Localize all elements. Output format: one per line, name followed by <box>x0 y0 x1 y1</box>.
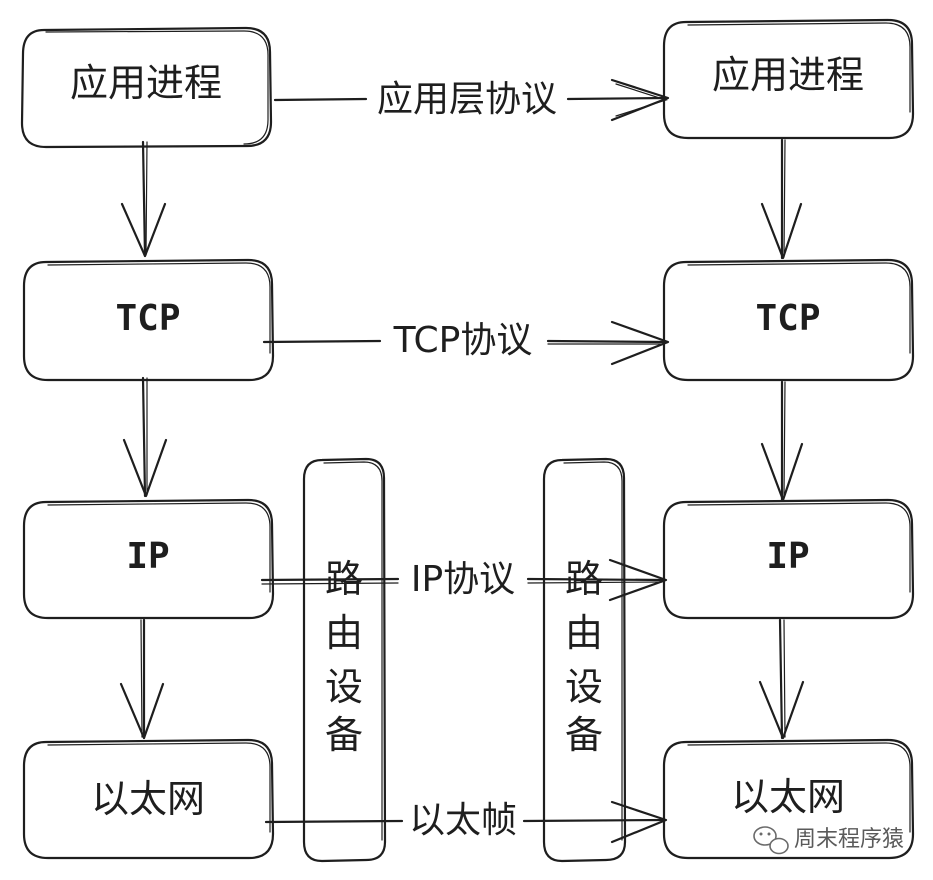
left-arrow-app-tcp <box>120 140 167 258</box>
app-protocol-label: 应用层协议 <box>377 79 557 120</box>
watermark-text: 周末程序猿 <box>794 827 904 852</box>
right-arrow-app-tcp <box>760 138 803 260</box>
right-router-char-4: 备 <box>565 713 603 757</box>
right-eth-label: 以太网 <box>731 775 845 819</box>
right-router-node: 路 由 设 备 <box>542 457 627 863</box>
left-app-node: 应用进程 <box>20 26 273 149</box>
left-arrow-tcp-ip <box>122 376 168 498</box>
right-tcp-label: TCP <box>755 298 820 339</box>
ip-protocol-edge: IP协议 <box>260 558 668 602</box>
left-arrow-ip-eth <box>119 618 165 740</box>
eth-frame-label: 以太帧 <box>409 800 517 841</box>
right-arrow-ip-eth <box>758 618 805 740</box>
ip-protocol-label: IP协议 <box>411 559 515 600</box>
left-tcp-node: TCP <box>22 258 275 382</box>
left-router-node: 路 由 设 备 <box>302 457 387 863</box>
left-ip-label: IP <box>126 536 169 577</box>
left-router-char-2: 由 <box>325 611 363 655</box>
left-ip-node: IP <box>22 498 275 620</box>
app-protocol-edge: 应用层协议 <box>273 78 670 122</box>
left-router-char-3: 设 <box>325 665 363 709</box>
left-eth-node: 以太网 <box>22 738 275 860</box>
right-eth-node: 以太网 <box>662 738 915 860</box>
left-eth-label: 以太网 <box>91 777 205 821</box>
right-arrow-tcp-ip <box>760 380 804 502</box>
wechat-icon <box>753 826 789 855</box>
right-tcp-node: TCP <box>662 258 915 382</box>
left-tcp-label: TCP <box>115 298 180 339</box>
right-ip-node: IP <box>662 498 915 620</box>
watermark: 周末程序猿 <box>753 826 904 855</box>
left-router-char-4: 备 <box>325 713 363 757</box>
tcp-protocol-edge: TCP协议 <box>262 320 670 366</box>
tcp-protocol-label: TCP协议 <box>393 320 533 361</box>
right-app-label: 应用进程 <box>712 53 864 97</box>
eth-frame-edge: 以太帧 <box>264 800 668 844</box>
left-app-label: 应用进程 <box>70 61 222 105</box>
right-router-char-2: 由 <box>565 611 603 655</box>
right-router-char-3: 设 <box>565 665 603 709</box>
right-ip-label: IP <box>766 536 809 577</box>
right-app-node: 应用进程 <box>662 18 915 140</box>
